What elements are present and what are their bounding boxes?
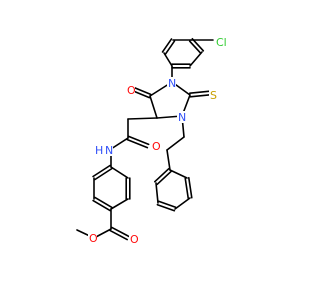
atom-label-n1: N	[168, 77, 176, 90]
bond-p1-p2	[153, 167, 170, 183]
atom-label-bg	[209, 89, 218, 101]
bond-p3-p4	[157, 200, 177, 209]
bond-b3-b4	[94, 196, 113, 209]
bond-c2-c3	[161, 38, 173, 53]
bond-c4r-ch2	[127, 117, 158, 120]
atom-label-s: S	[210, 89, 217, 102]
bond-cs-s	[189, 93, 211, 98]
atom-label-bg	[129, 233, 138, 245]
atom-label-o4: O	[89, 232, 98, 245]
atom-label-bg	[94, 144, 103, 156]
bond-p5-p6	[184, 177, 190, 200]
bond-c2-c3	[164, 40, 176, 55]
atom-label-bg	[104, 144, 113, 156]
bond-b6-b1	[110, 166, 129, 179]
atom-label-bg	[215, 36, 229, 48]
bond-e2-p1	[166, 149, 171, 171]
bond-c5r-o1	[132, 86, 152, 96]
bond-p4-p5	[174, 197, 191, 210]
atom-label-nhn: N	[105, 144, 113, 157]
atom-label-o3: O	[130, 233, 139, 246]
atom-label-bg	[151, 140, 160, 152]
bond-cam-nh	[110, 137, 129, 150]
atom-label-bg	[177, 111, 186, 123]
atom-label-bg	[88, 232, 97, 244]
atom-label-cl: Cl	[216, 36, 227, 49]
bond-cest-ocarb	[109, 229, 128, 241]
bond-c4r-c5r	[149, 95, 158, 119]
atom-label-bg	[126, 84, 135, 96]
bond-c4-c5	[188, 40, 202, 55]
bond-b1-b2	[92, 164, 111, 178]
bond-cam-oam	[126, 138, 149, 149]
bond-p2-p3	[155, 182, 159, 204]
bond-layer	[76, 37, 214, 241]
bond-c5-c6	[189, 51, 203, 67]
bond-p5-p6	[187, 176, 193, 199]
bond-b1-b2	[94, 167, 113, 181]
bond-cs-s	[189, 90, 211, 95]
bond-p3-p4	[156, 203, 176, 212]
atom-label-nh: H	[95, 144, 103, 157]
bond-c1-c2	[163, 52, 173, 67]
atom-label-bg	[167, 77, 176, 89]
bond-cest-ocarb	[111, 226, 130, 238]
bond-p6-p1	[169, 169, 188, 179]
bond-c5r-o1	[131, 89, 151, 99]
bond-b3-b4	[92, 199, 111, 212]
atom-label-n2: N	[178, 111, 186, 124]
atom-label-o2: O	[152, 140, 161, 153]
atom-label-o1: O	[127, 84, 136, 97]
bond-e1-e2	[166, 136, 185, 151]
bond-p1-p2	[156, 170, 173, 186]
bond-cam-oam	[127, 135, 150, 146]
bond-b4-b5	[110, 198, 129, 210]
